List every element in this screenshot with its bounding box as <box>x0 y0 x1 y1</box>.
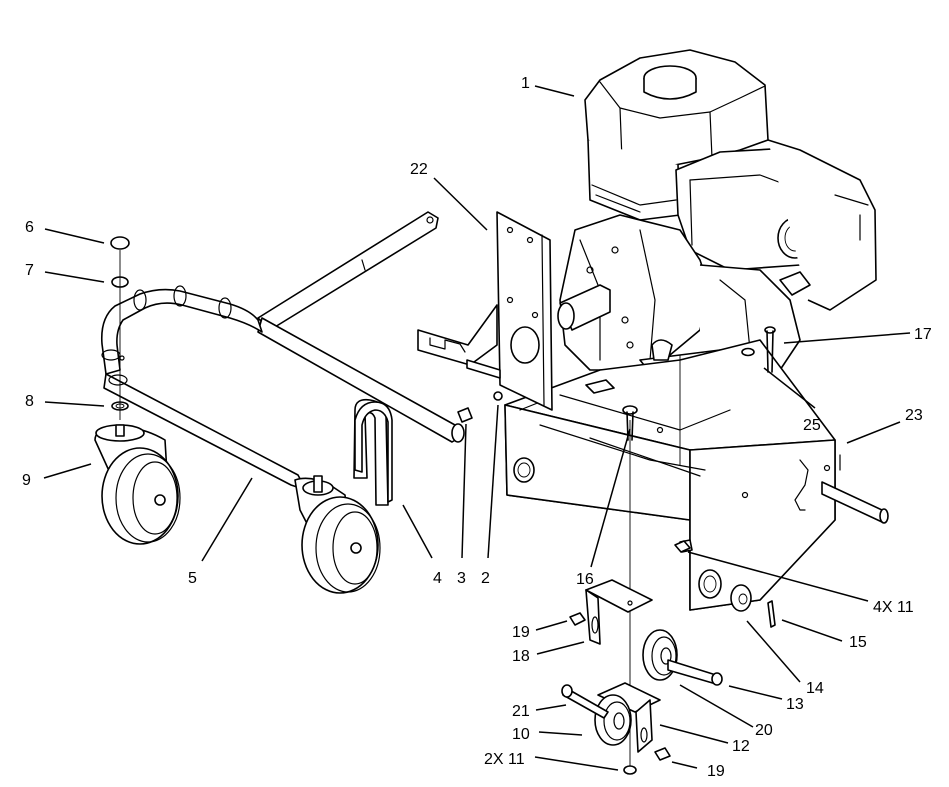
callout-10: 10 <box>512 726 530 743</box>
callout-19-bottom: 19 <box>707 763 725 780</box>
callout-2: 2 <box>481 570 490 587</box>
callout-12: 12 <box>732 738 750 755</box>
callout-21: 21 <box>512 703 530 720</box>
small-parts <box>354 391 776 628</box>
callout-9: 9 <box>22 472 31 489</box>
callout-17: 17 <box>914 326 932 343</box>
callout-7: 7 <box>25 262 34 279</box>
callout-13: 13 <box>786 696 804 713</box>
callout-16: 16 <box>576 571 594 588</box>
callout-25: 25 <box>803 417 821 434</box>
callout-15: 15 <box>849 634 867 651</box>
callout-6: 6 <box>25 219 34 236</box>
callout-18: 18 <box>512 648 530 665</box>
callout-3: 3 <box>457 570 466 587</box>
callout-23: 23 <box>905 407 923 424</box>
callout-labels: 1 22 6 7 17 8 9 25 23 5 4 3 2 16 4X 11 1… <box>22 75 932 780</box>
callout-5: 5 <box>188 570 197 587</box>
idler-assembly <box>561 405 723 775</box>
callout-14: 14 <box>806 680 824 697</box>
callout-22: 22 <box>410 161 428 178</box>
callout-8: 8 <box>25 393 34 410</box>
callout-2x11: 2X 11 <box>484 751 525 768</box>
callout-1: 1 <box>521 75 530 92</box>
callout-4: 4 <box>433 570 442 587</box>
engine <box>557 49 877 396</box>
engine-bolt-17 <box>679 326 776 465</box>
frame <box>504 339 889 611</box>
leader-lines <box>43 85 911 771</box>
callout-20: 20 <box>755 722 773 739</box>
caster-axle <box>94 211 465 594</box>
callout-4x11: 4X 11 <box>873 599 914 616</box>
bracket <box>417 211 553 411</box>
callout-19-top: 19 <box>512 624 530 641</box>
